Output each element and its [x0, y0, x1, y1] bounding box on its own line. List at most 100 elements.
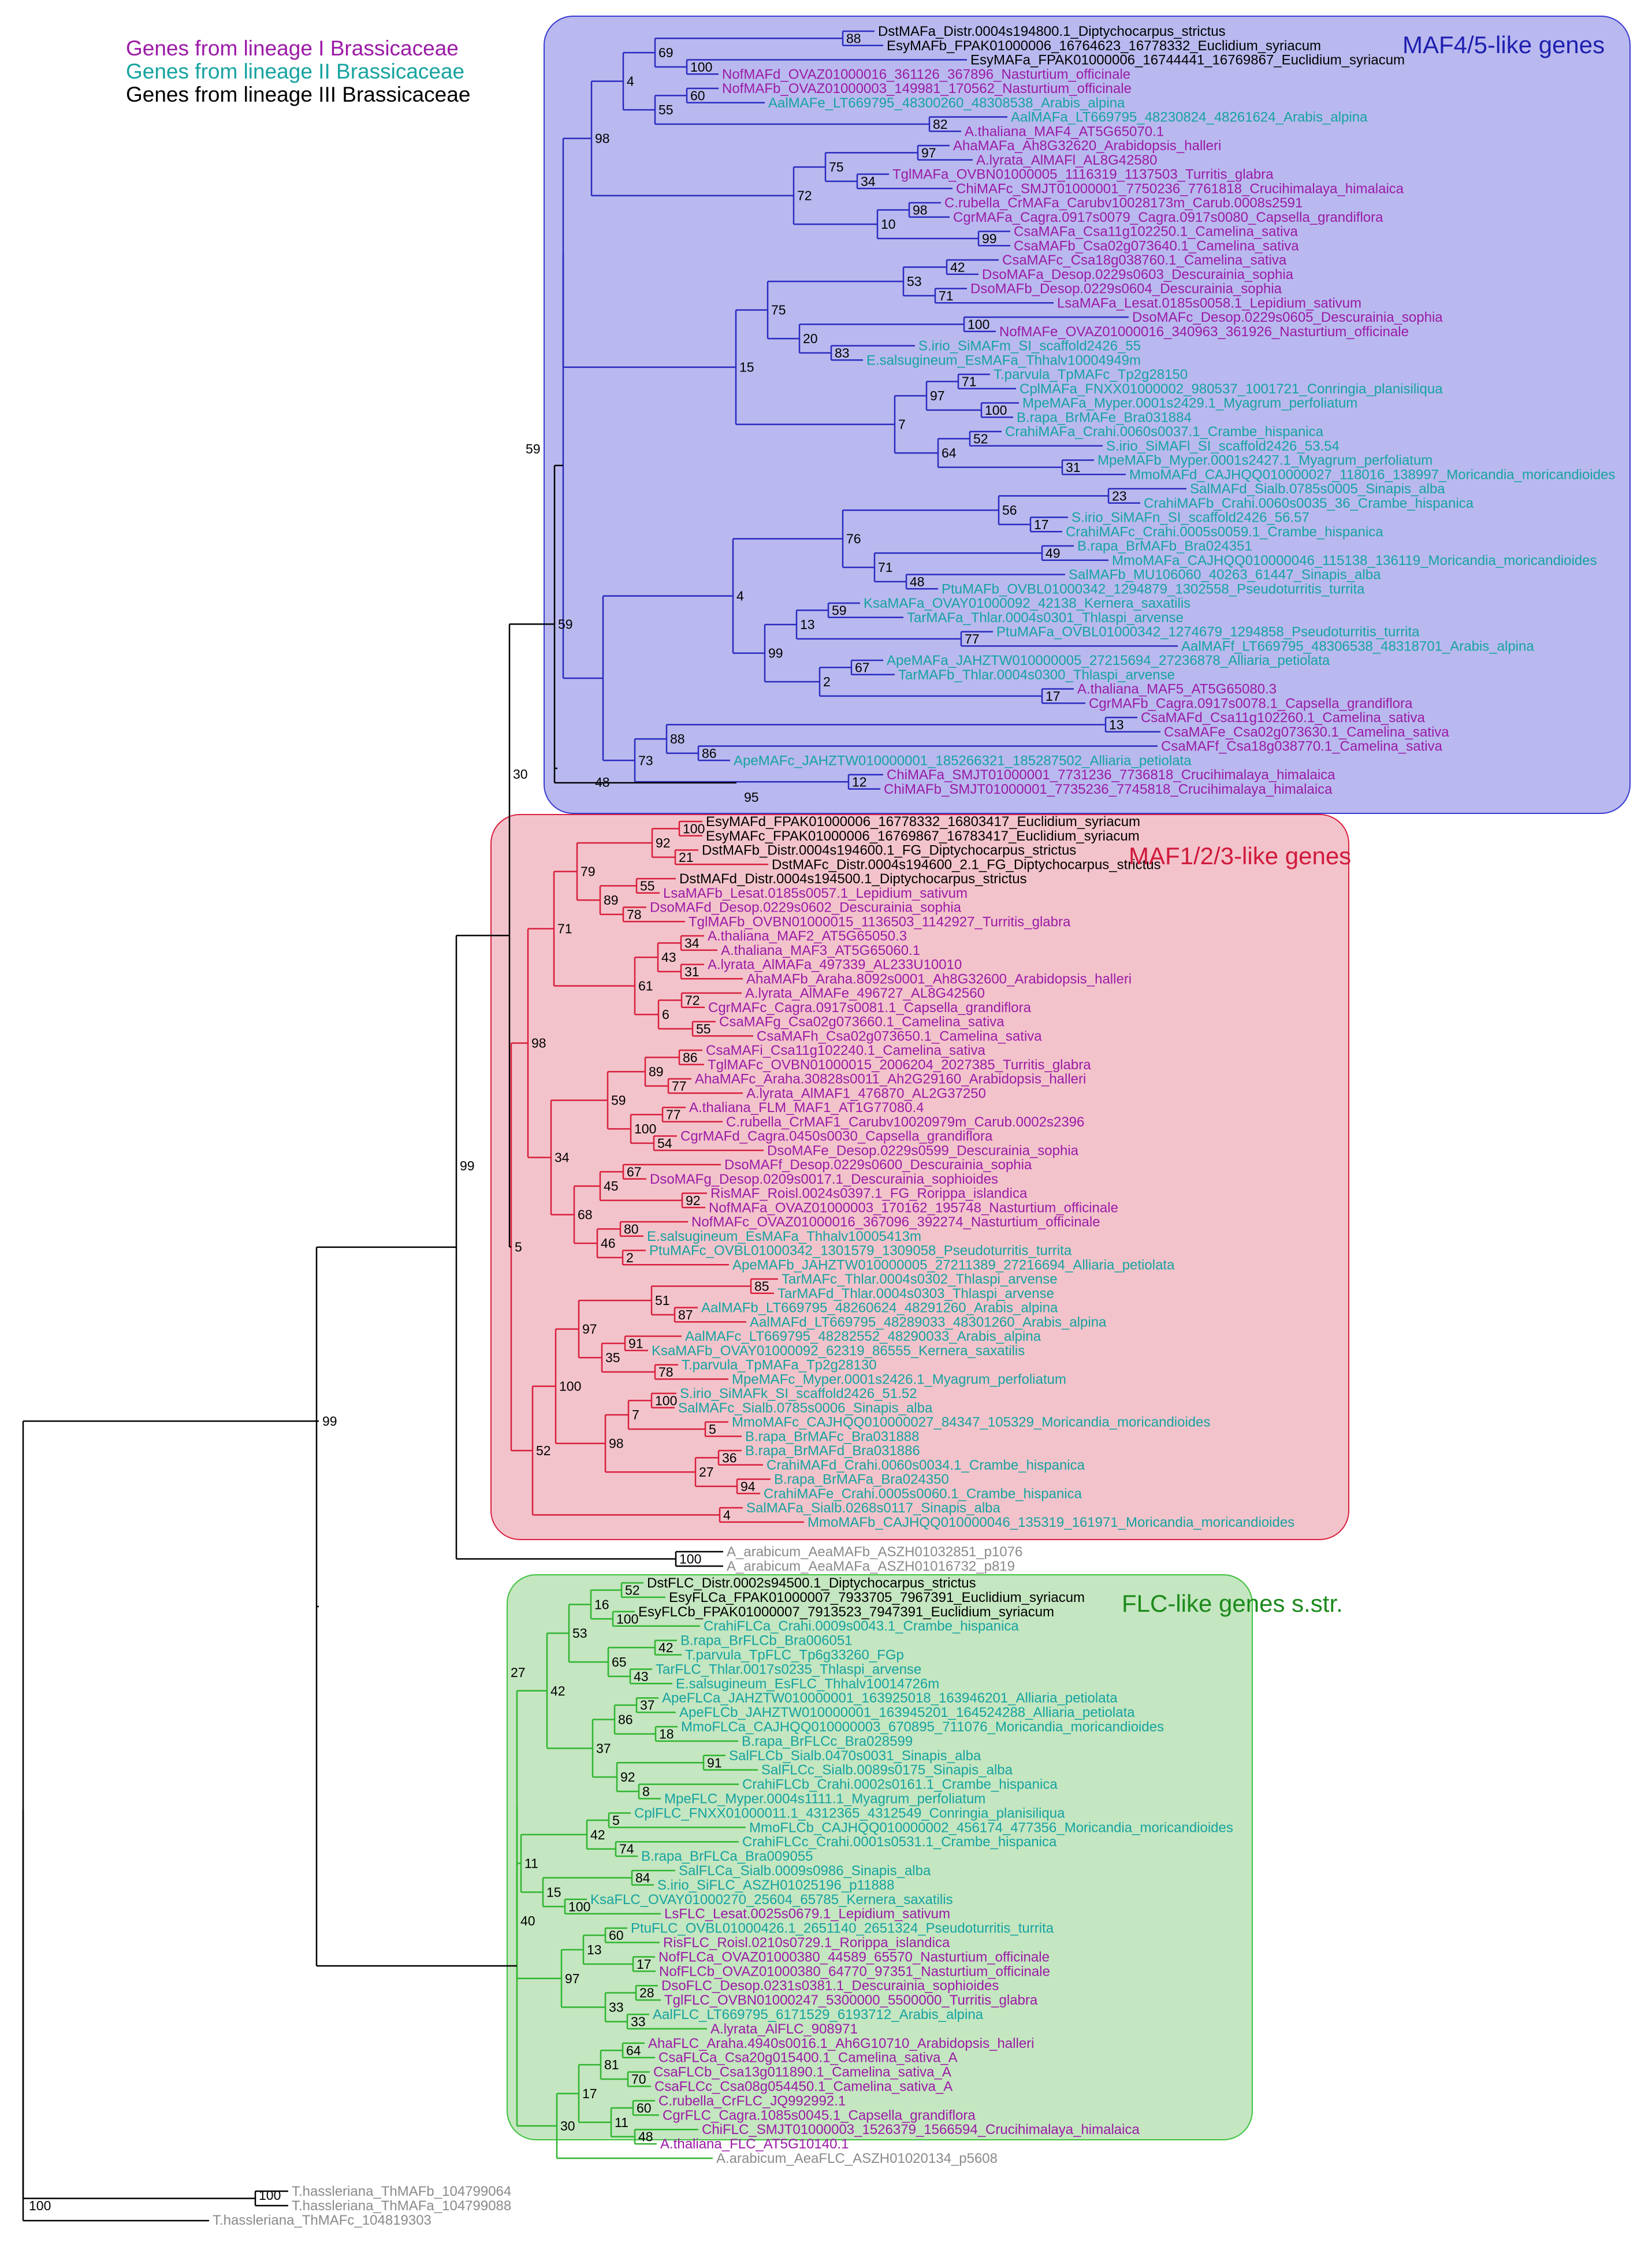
bootstrap-value: 81 — [604, 2057, 619, 2072]
bootstrap-value: 76 — [846, 531, 861, 546]
bootstrap-value: 17 — [1034, 517, 1049, 532]
taxon-label: NofMAFb_OVAZ01000003_149981_170562_Nastu… — [722, 81, 1132, 96]
bootstrap-value: 64 — [626, 2043, 641, 2058]
bootstrap-value: 34 — [684, 935, 700, 950]
taxon-label: A.lyrata_AlMAFl_AL8G42580 — [976, 153, 1158, 168]
bootstrap-value: 54 — [657, 1136, 672, 1151]
bootstrap-value: 99 — [322, 1414, 337, 1429]
taxon-label: AhaMAFb_Araha.8092s0001_Ah8G32600_Arabid… — [746, 971, 1132, 987]
taxon-label: LsaMAFa_Lesat.0185s0058.1_Lepidium_sativ… — [1057, 295, 1361, 311]
taxon-label: S.irio_SiFLC_ASZH01025196_p11888 — [657, 1878, 895, 1893]
bootstrap-value: 20 — [803, 331, 818, 346]
taxon-label: TglMAFa_OVBN01000005_1116319_1137503_Tur… — [892, 167, 1274, 183]
bootstrap-value: 52 — [536, 1443, 551, 1458]
taxon-label: DsoMAFf_Desop.0229s0600_Descurainia_soph… — [724, 1157, 1032, 1173]
taxon-label: A.lyrata_AlMAFe_496727_AL8G42560 — [745, 986, 985, 1001]
bootstrap-value: 68 — [578, 1207, 593, 1222]
taxon-label: DstMAFd_Distr.0004s194500.1_Diptychocarp… — [679, 871, 1027, 887]
bootstrap-value: 77 — [666, 1107, 681, 1122]
bootstrap-value: 100 — [683, 821, 705, 836]
tip-labels: DstMAFa_Distr.0004s194800.1_Diptychocarp… — [213, 24, 1615, 2228]
bootstrap-value: 97 — [582, 1322, 597, 1337]
taxon-label: TarMAFb_Thlar.0004s0300_Thlaspi_arvense — [898, 667, 1175, 683]
bootstrap-value: 98 — [913, 202, 928, 217]
taxon-label: TglFLC_OVBN01000247_5300000_5500000_Turr… — [664, 1992, 1038, 2008]
bootstrap-value: 85 — [754, 1278, 769, 1293]
bootstrap-value: 82 — [933, 117, 948, 132]
taxon-label: E.salsugineum_EsFLC_Thhalv10014726m — [676, 1676, 939, 1691]
bootstrap-value: 56 — [1002, 503, 1017, 518]
bootstrap-value: 4 — [736, 589, 744, 604]
taxon-label: B.rapa_BrFLCb_Bra006051 — [680, 1633, 853, 1649]
taxon-label: TglMAFb_OVBN01000015_1136503_1142927_Tur… — [689, 914, 1071, 930]
taxon-label: CrahiFLCa_Crahi.0009s0043.1_Crambe_hispa… — [704, 1619, 1019, 1634]
bootstrap-value: 16 — [594, 1597, 609, 1612]
taxon-label: CrahiMAFa_Crahi.0060s0037.1_Crambe_hispa… — [1005, 424, 1324, 440]
bootstrap-value: 6 — [662, 1007, 669, 1022]
taxon-label: CsaMAFh_Csa02g073650.1_Camelina_sativa — [757, 1028, 1042, 1044]
taxon-label: MmoMAFd_CAJHQQ010000027_118016_138997_Mo… — [1129, 467, 1615, 482]
bootstrap-value: 98 — [595, 131, 610, 146]
taxon-label: CrahiFLCb_Crahi.0002s0161.1_Crambe_hispa… — [742, 1777, 1058, 1793]
taxon-label: NofMAFe_OVAZ01000016_340963_361926_Nastu… — [999, 324, 1409, 340]
taxon-label: ApeFLCb_JAHZTW010000001_163945201_164524… — [679, 1705, 1135, 1720]
bootstrap-value: 83 — [835, 345, 850, 360]
bootstrap-value: 71 — [557, 921, 572, 936]
taxon-label: AalMAFd_LT669795_48289033_48301260_Arabi… — [750, 1314, 1107, 1330]
bootstrap-value: 28 — [639, 1986, 654, 2001]
taxon-label: SalMAFc_Sialb.0785s0006_Sinapis_alba — [678, 1400, 933, 1416]
clade-label-flc: FLC-like genes s.str. — [1122, 1590, 1343, 1617]
bootstrap-value: 48 — [910, 574, 925, 589]
bootstrap-value: 48 — [638, 2129, 653, 2144]
bootstrap-value: 49 — [1045, 545, 1061, 560]
taxon-label: A.thaliana_MAF2_AT5G65050.3 — [708, 928, 907, 944]
taxon-label: ApeMAFc_JAHZTW010000001_185266321_185287… — [734, 753, 1192, 768]
taxon-label: MmoFLCb_CAJHQQ010000002_456174_477356_Mo… — [749, 1820, 1233, 1835]
bootstrap-value: 100 — [559, 1379, 581, 1394]
taxon-label: AalMAFe_LT669795_48300260_48308538_Arabi… — [768, 95, 1125, 111]
bootstrap-value: 13 — [1109, 717, 1124, 732]
taxon-label: S.irio_SiMAFl_SI_scaffold2426_53.54 — [1106, 438, 1340, 454]
clade-boxes — [490, 16, 1631, 2140]
bootstrap-value: 100 — [690, 60, 712, 75]
bootstrap-value: 80 — [624, 1221, 639, 1236]
lineage-legend: Genes from lineage I Brassicaceae Genes … — [126, 37, 470, 106]
taxon-label: CsaFLCa_Csa20g015400.1_Camelina_sativa_A — [658, 2050, 958, 2066]
bootstrap-value: 92 — [686, 1193, 701, 1208]
taxon-label: A.thaliana_FLC_AT5G10140.1 — [660, 2136, 849, 2152]
taxon-label: B.rapa_BrMAFc_Bra031888 — [745, 1429, 920, 1444]
bootstrap-value: 17 — [582, 2086, 597, 2101]
bootstrap-value: 13 — [800, 617, 815, 632]
taxon-label: EsyMAFa_FPAK01000006_16744441_16769867_E… — [970, 53, 1405, 68]
bootstrap-value: 36 — [722, 1450, 737, 1465]
bootstrap-value: 100 — [655, 1393, 677, 1408]
taxon-label: B.rapa_BrMAFa_Bra024350 — [774, 1472, 949, 1488]
taxon-label: AhaMAFa_Ah8G32620_Arabidopsis_halleri — [953, 138, 1221, 154]
bootstrap-value: 55 — [658, 102, 674, 117]
bootstrap-value: 43 — [661, 950, 676, 965]
taxon-label: DsoFLC_Desop.0231s0381.1_Descurainia_sop… — [661, 1978, 999, 1994]
bootstrap-value: 31 — [1066, 460, 1081, 475]
taxon-label: DsoMAFg_Desop.0209s0017.1_Descurainia_so… — [650, 1172, 998, 1187]
taxon-label: EsyMAFd_FPAK01000006_16778332_16803417_E… — [706, 814, 1140, 830]
taxon-label: ApeFLCa_JAHZTW010000001_163925018_163946… — [662, 1690, 1118, 1706]
bootstrap-value: 37 — [596, 1741, 611, 1756]
taxon-label: CsaMAFd_Csa11g102260.1_Camelina_sativa — [1141, 710, 1426, 726]
bootstrap-value: 84 — [635, 1870, 650, 1885]
taxon-label: SalMAFb_MU106060_40263_61447_Sinapis_alb… — [1069, 567, 1381, 583]
bootstrap-value: 100 — [634, 1121, 656, 1136]
taxon-label: NofFLCb_OVAZ01000380_64770_97351_Nasturt… — [659, 1964, 1050, 1979]
bootstrap-value: 7 — [632, 1407, 639, 1422]
taxon-label: DstMAFc_Distr.0004s194600_2.1_FG_Diptych… — [772, 857, 1161, 872]
taxon-label: T.hassleriana_ThMAFb_104799064 — [292, 2184, 511, 2199]
legend-lineage-1: Genes from lineage I Brassicaceae — [126, 36, 459, 60]
taxon-label: NofMAFc_OVAZ01000016_367096_392274_Nastu… — [691, 1214, 1100, 1230]
bootstrap-value: 64 — [942, 445, 957, 460]
taxon-label: TarFLC_Thlar.0017s0235_Thlaspi_arvense — [656, 1661, 921, 1677]
bootstrap-value: 87 — [678, 1307, 693, 1322]
bootstrap-value: 5 — [515, 1239, 522, 1254]
taxon-label: ChiFLC_SMJT01000003_1526379_1566594_Cruc… — [702, 2122, 1140, 2137]
bootstrap-value: 86 — [702, 746, 717, 761]
taxon-label: A.lyrata_AlMAFa_497339_AL233U10010 — [708, 957, 962, 973]
taxon-label: MmoMAFc_CAJHQQ010000027_84347_105329_Mor… — [732, 1415, 1211, 1430]
